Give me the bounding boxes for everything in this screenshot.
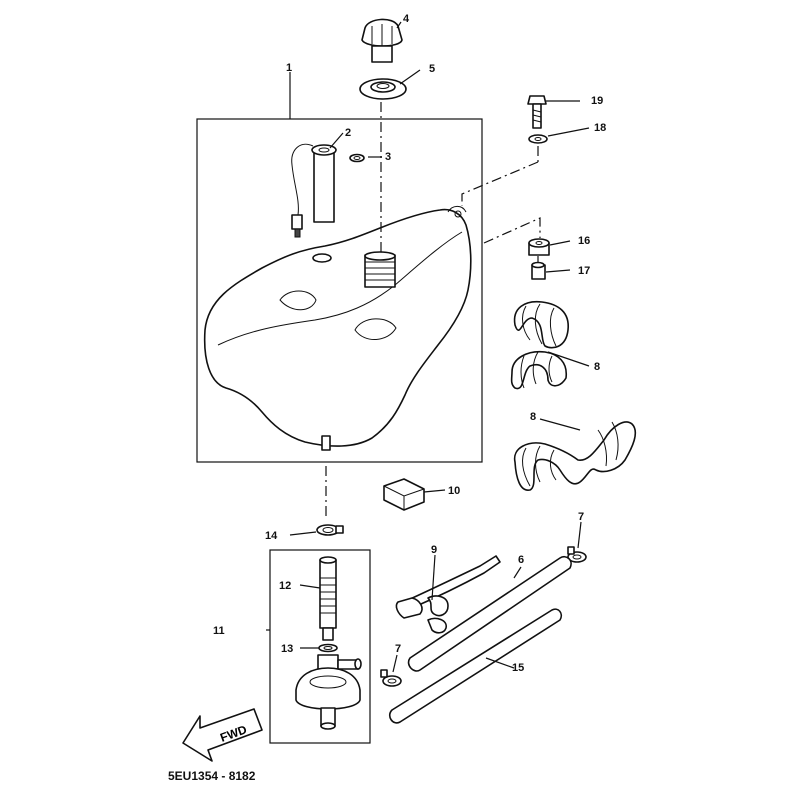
callout-7-lower: 7 xyxy=(395,643,401,655)
callout-9: 9 xyxy=(431,544,437,556)
leader-lines xyxy=(266,21,590,673)
callout-19: 19 xyxy=(591,95,603,107)
filler-neck xyxy=(364,251,396,288)
fuel-sender-unit xyxy=(291,143,337,238)
fuel-cock-frame xyxy=(269,549,371,744)
callout-12: 12 xyxy=(279,580,291,592)
tank-flange-line xyxy=(217,231,463,346)
forward-arrow: FWD xyxy=(182,708,263,762)
bolt xyxy=(527,95,547,129)
tank-recess-right xyxy=(354,318,397,340)
hose-clip-7-upper xyxy=(567,546,587,563)
assembly-lines xyxy=(325,102,541,520)
callout-15: 15 xyxy=(512,662,524,674)
damper-pad-lower xyxy=(513,421,637,491)
callout-3: 3 xyxy=(385,151,391,163)
fuel-tank-body xyxy=(203,208,472,447)
callout-2: 2 xyxy=(345,127,351,139)
breather-hose-15 xyxy=(388,608,563,724)
callout-16: 16 xyxy=(578,235,590,247)
drawing-code: 5EU1354 - 8182 xyxy=(168,769,256,783)
collar xyxy=(531,261,546,280)
rubber-pad xyxy=(383,478,425,511)
washer xyxy=(528,134,548,144)
cap-gasket xyxy=(359,78,407,100)
tank-mount-hole xyxy=(454,210,462,218)
tank-recess-left xyxy=(279,290,317,311)
callout-14: 14 xyxy=(265,530,278,542)
callout-1: 1 xyxy=(286,62,292,74)
damper xyxy=(528,238,550,256)
o-ring xyxy=(318,643,338,653)
callout-7-upper: 7 xyxy=(578,511,584,523)
tank-mount-tab xyxy=(447,205,467,213)
hose-clip-14 xyxy=(316,524,344,536)
callout-8-upper: 8 xyxy=(594,361,600,373)
sender-port xyxy=(312,253,332,263)
fuel-hose-6 xyxy=(407,555,572,672)
gasket-small xyxy=(349,153,365,163)
tank-frame xyxy=(196,118,483,463)
callout-11: 11 xyxy=(213,625,225,637)
callout-5: 5 xyxy=(429,63,435,75)
fuel-cock-body xyxy=(295,654,362,730)
damper-pad-upper xyxy=(510,300,569,390)
callout-6: 6 xyxy=(518,554,524,566)
callout-8-lower: 8 xyxy=(530,411,536,423)
callout-10: 10 xyxy=(448,485,460,497)
fuel-cock-assembly xyxy=(269,549,371,744)
fuel-tank-assembly xyxy=(196,118,483,463)
callout-18: 18 xyxy=(594,122,606,134)
callout-13: 13 xyxy=(281,643,293,655)
callout-4: 4 xyxy=(403,13,410,25)
hose-clip-7-lower xyxy=(380,669,402,687)
tank-outlet-nipple xyxy=(321,435,331,451)
callout-17: 17 xyxy=(578,265,590,277)
hose-holder xyxy=(395,555,501,634)
callout-labels: 1 2 3 4 5 19 18 16 17 8 8 10 14 12 11 13… xyxy=(213,13,606,674)
fuel-strainer xyxy=(319,556,337,641)
fuel-cap xyxy=(361,18,403,63)
